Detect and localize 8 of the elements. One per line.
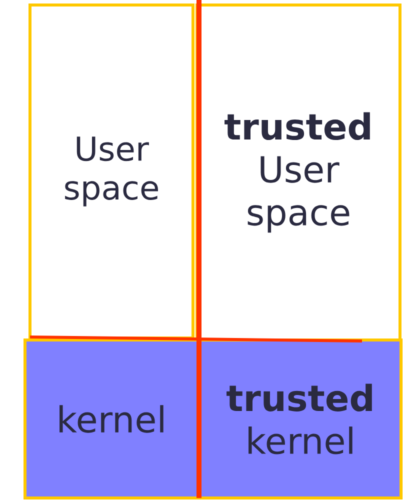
layer-box [28,4,194,340]
box-label: User space [65,136,158,206]
layer-box [198,338,402,500]
box-label: kernel [60,405,164,433]
layer-box [24,338,200,500]
layer-box [196,4,402,342]
box-label: trusted User space [224,112,370,233]
box-label: trusted kernel [226,384,372,454]
